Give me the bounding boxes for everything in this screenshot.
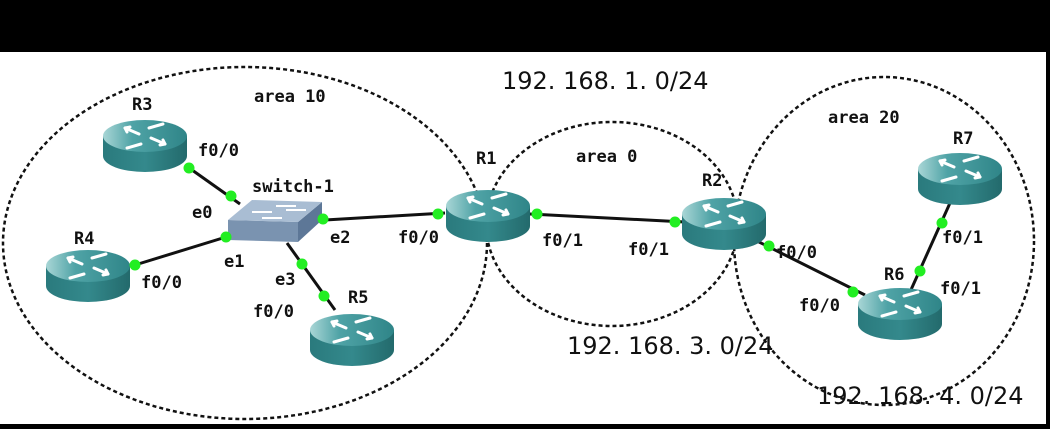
device-label-r2: R2 [702, 171, 722, 191]
device-label-switch-1: switch-1 [252, 177, 334, 197]
router-r3-icon[interactable] [101, 118, 189, 174]
network-label-3: 192. 168. 3. 0/24 [567, 332, 774, 360]
port-r4-f00 [129, 259, 141, 271]
port-r6-f01 [914, 265, 926, 277]
topology-canvas [0, 52, 1046, 424]
router-r7-icon[interactable] [916, 151, 1004, 207]
device-label-r3: R3 [132, 95, 152, 115]
port-sw-e0 [225, 190, 237, 202]
area-10-label: area 10 [254, 87, 326, 107]
port-r7-f01 [936, 217, 948, 229]
iface-label-sw-e2: e2 [330, 228, 350, 248]
network-label-4: 192. 168. 4. 0/24 [817, 382, 1024, 410]
device-label-r1: R1 [476, 149, 496, 169]
iface-label-r6-f01: f0/1 [940, 279, 981, 299]
router-r5-icon[interactable] [308, 312, 396, 368]
iface-label-sw-e3: e3 [275, 270, 295, 290]
port-sw-e2 [317, 213, 329, 225]
iface-label-sw-e1: e1 [224, 252, 244, 272]
port-r6-f00 [847, 286, 859, 298]
port-r1-f01 [531, 208, 543, 220]
iface-label-r1-f00: f0/0 [398, 228, 439, 248]
device-label-r7: R7 [953, 129, 973, 149]
device-label-r6: R6 [884, 265, 904, 285]
area-20-label: area 20 [828, 108, 900, 128]
device-label-r4: R4 [74, 229, 94, 249]
port-r3-f00 [183, 162, 195, 174]
link-switch-r1 [324, 211, 446, 222]
area-0-label: area 0 [576, 147, 637, 167]
iface-label-r3-f00: f0/0 [198, 141, 239, 161]
iface-label-r7-f01: f0/1 [942, 228, 983, 248]
port-r1-f00 [432, 208, 444, 220]
port-r2-f01 [669, 216, 681, 228]
iface-label-r4-f00: f0/0 [141, 273, 182, 293]
network-label-1: 192. 168. 1. 0/24 [502, 67, 709, 95]
iface-label-r5-f00: f0/0 [253, 302, 294, 322]
port-r5-f00 [318, 290, 330, 302]
port-sw-e3 [296, 258, 308, 270]
iface-label-r2-f00: f0/0 [776, 243, 817, 263]
port-r2-f00 [763, 240, 775, 252]
device-label-r5: R5 [348, 288, 368, 308]
router-r2-icon[interactable] [680, 196, 768, 252]
router-r1-icon[interactable] [444, 188, 532, 244]
iface-label-sw-e0: e0 [192, 203, 212, 223]
link-r4-switch [134, 235, 227, 267]
iface-label-r2-f01: f0/1 [628, 240, 669, 260]
iface-label-r1-f01: f0/1 [542, 231, 583, 251]
switch-1-icon[interactable] [228, 200, 322, 242]
router-r4-icon[interactable] [44, 248, 132, 304]
link-r1-r2 [529, 212, 686, 224]
port-sw-e1 [220, 231, 232, 243]
iface-label-r6-f00: f0/0 [799, 296, 840, 316]
router-r6-icon[interactable] [856, 286, 944, 342]
